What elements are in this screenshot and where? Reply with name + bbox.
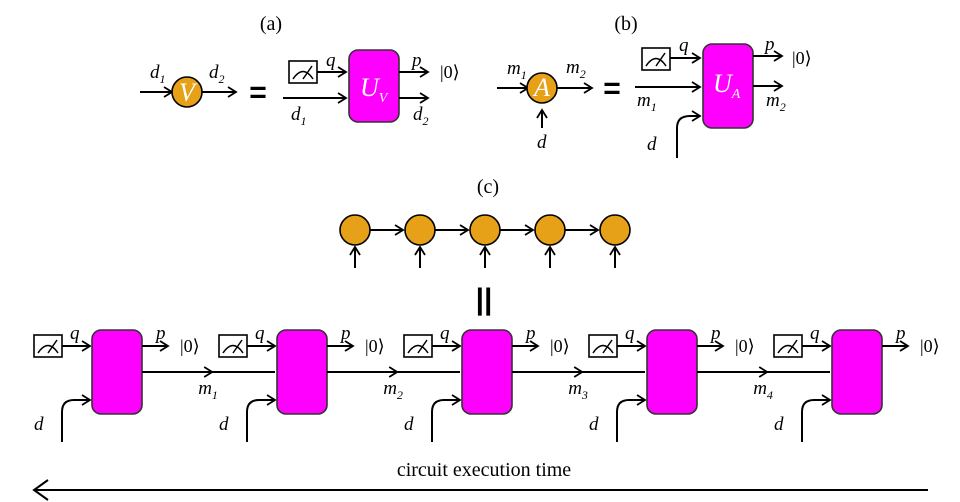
panel-b-label: (b) [614,13,637,35]
label-d: d [404,414,414,435]
label-m1: m1 [507,58,527,82]
meter-arc [777,344,799,354]
label-bond: m3 [568,378,588,402]
label-d: d [537,132,547,153]
ket-zero: |0⟩ [440,62,460,82]
label-q: q [70,323,80,344]
ket-zero: |0⟩ [735,336,755,356]
ket-zero: |0⟩ [180,336,200,356]
label-gate-d1: d1 [291,104,307,128]
time-arrow-head [32,479,49,501]
circuit-stage: q d p |0⟩ m3 [403,323,645,442]
gate-uv-letter: UV [360,73,389,106]
circuit-stage: q d p |0⟩ m4 [588,323,830,442]
label-p: p [894,323,906,344]
wire-d-in [61,394,92,442]
meter-needle [602,339,613,354]
label-p: p [410,50,422,71]
label-q: q [255,323,265,344]
mps-tensor-node [469,214,501,246]
meter-needle [417,339,428,354]
label-p: p [763,34,775,55]
tensor-node-a [526,72,558,104]
mps-tensor-node [404,214,436,246]
label-bond: m2 [383,378,403,402]
circuit-stage: q d p |0⟩ m2 [218,323,460,442]
meter-arc [592,344,614,354]
wire-d-gate-in [676,110,702,158]
unitary-gate [91,329,143,415]
meter-arc [645,57,667,67]
node-a-letter: A [532,73,550,102]
label-d: d [774,414,784,435]
label-q: q [440,323,450,344]
equals-vertical: || [476,283,493,316]
tensor-node-v [171,76,203,108]
ket-zero: |0⟩ [920,336,940,356]
label-d: d [219,414,229,435]
mps-tensor-node [534,214,566,246]
meter-needle [232,339,243,354]
gate-ua-letter: UA [713,69,741,102]
mps-tensor-node [339,214,371,246]
label-gate-d: d [647,134,657,155]
panel-a-label: (a) [260,13,282,35]
equals-sign-a: = [249,76,267,109]
meter-needle [302,65,313,80]
ket-zero: |0⟩ [792,48,812,68]
label-bond: m4 [753,378,773,402]
unitary-gate [461,329,513,415]
label-d: d [589,414,599,435]
label-gate-d2: d2 [413,104,429,128]
unitary-gate [646,329,698,415]
meter-arc [222,344,244,354]
circuit-stage: q d p |0⟩ [773,323,940,442]
label-p: p [339,323,351,344]
label-q: q [679,35,689,56]
panel-a: (a) V d1 d2 = q d1 UV p |0⟩ d2 [140,13,460,128]
unitary-gate [276,329,328,415]
label-gate-m1: m1 [637,90,657,114]
meter-needle [655,52,666,67]
ket-zero: |0⟩ [365,336,385,356]
wire-d-in [431,394,462,442]
caption-execution-time: circuit execution time [397,459,571,481]
ket-zero: |0⟩ [550,336,570,356]
panel-c-label: (c) [477,176,499,198]
panel-b: (b) A m1 m2 d = q m1 d UA p |0⟩ m2 [497,13,812,158]
label-q: q [326,50,336,71]
label-d1: d1 [150,62,166,86]
equals-sign-b: = [603,72,621,105]
unitary-gate [831,329,883,415]
panel-c: (c) || qdp|0⟩m1qdp|0⟩m2qdp|0⟩m3qdp|0⟩m4q… [32,176,940,501]
meter-arc [292,70,314,80]
label-p: p [709,323,721,344]
unitary-gate-uv [348,49,400,123]
label-q: q [810,323,820,344]
wire-d-in [801,394,832,442]
mps-tensor-node [599,214,631,246]
label-gate-m2: m2 [766,90,786,114]
label-p: p [154,323,166,344]
sequential-circuit: q d p |0⟩ m1 q d p |0⟩ m2 q d p |0⟩ m3 q d p |0⟩ m4 q d p |0⟩ [33,323,940,442]
meter-needle [787,339,798,354]
label-d: d [34,414,44,435]
wire-d-in [246,394,277,442]
meter-arc [407,344,429,354]
label-p: p [524,323,536,344]
meter-arc [37,344,59,354]
label-d2: d2 [209,62,225,86]
label-m2: m2 [566,57,586,81]
mps-chain [339,214,631,268]
circuit-stage: q d p |0⟩ m1 [33,323,275,442]
label-q: q [625,323,635,344]
label-bond: m1 [198,378,218,402]
meter-needle [47,339,58,354]
wire-d-in [616,394,647,442]
node-v-letter: V [179,78,198,107]
